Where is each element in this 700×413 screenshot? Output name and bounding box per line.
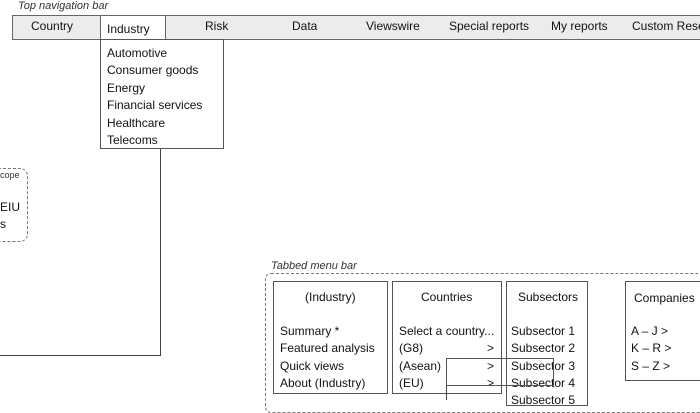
scope-box-label: cope <box>0 170 20 180</box>
menu-item-select-country[interactable]: Select a country... <box>399 324 495 338</box>
top-nav-caption: Top navigation bar <box>18 0 109 12</box>
scope-box <box>0 168 28 242</box>
menu-item-asean[interactable]: (Asean) <box>399 359 442 373</box>
subsectors-menu-box: Subsectors Subsector 1 Subsector 2 Subse… <box>506 281 588 407</box>
menu-item-subsector-5[interactable]: Subsector 5 <box>511 393 576 407</box>
subsector-connector-line <box>446 386 447 400</box>
menu-item-featured-analysis[interactable]: Featured analysis <box>280 341 375 355</box>
nav-item-country[interactable]: Country <box>31 19 74 33</box>
chevron-right-icon: > <box>487 376 495 390</box>
nav-item-industry[interactable]: Industry <box>107 22 150 36</box>
menu-item-quick-views[interactable]: Quick views <box>280 359 345 373</box>
nav-item-viewswire[interactable]: Viewswire <box>366 19 420 33</box>
subsectors-menu-title: Subsectors <box>518 290 579 304</box>
menu-item-about-industry[interactable]: About (Industry) <box>280 376 366 390</box>
dropdown-item-telecoms[interactable]: Telecoms <box>107 133 158 147</box>
active-tab-highlight <box>100 16 166 40</box>
companies-menu-title: Companies <box>634 291 695 305</box>
dropdown-item-financial-services[interactable]: Financial services <box>107 98 203 112</box>
menu-item-subsector-2[interactable]: Subsector 2 <box>511 341 576 355</box>
nav-item-risk[interactable]: Risk <box>205 19 229 33</box>
nav-item-my-reports[interactable]: My reports <box>551 19 608 33</box>
connector-line-horizontal <box>0 355 161 356</box>
dropdown-item-automotive[interactable]: Automotive <box>107 46 168 60</box>
chevron-right-icon: > <box>487 359 495 373</box>
menu-item-subsector-3[interactable]: Subsector 3 <box>511 359 576 373</box>
menu-item-eu[interactable]: (EU) <box>399 376 424 390</box>
tabbed-menu-caption: Tabbed menu bar <box>271 260 357 272</box>
industry-menu-title: (Industry) <box>305 290 356 304</box>
scope-line-1: EIU <box>0 200 21 214</box>
menu-item-subsector-4[interactable]: Subsector 4 <box>511 376 576 390</box>
nav-item-special-reports[interactable]: Special reports <box>449 19 530 33</box>
industry-menu-box: (Industry) Summary * Featured analysis Q… <box>273 281 388 394</box>
countries-menu-title: Countries <box>421 290 473 304</box>
countries-menu-box: Countries Select a country... (G8) (Asea… <box>392 281 502 394</box>
menu-item-companies-k-r[interactable]: K – R > <box>631 341 672 355</box>
companies-menu-box: Companies A – J > K – R > S – Z > <box>625 281 700 381</box>
industry-dropdown: Automotive Consumer goods Energy Financi… <box>100 39 224 149</box>
subsector-connector-box <box>446 358 554 386</box>
dropdown-item-energy[interactable]: Energy <box>107 81 146 95</box>
chevron-right-icon: > <box>487 341 495 355</box>
scope-line-2: s <box>0 217 6 231</box>
menu-item-companies-s-z[interactable]: S – Z > <box>631 359 671 373</box>
nav-item-data[interactable]: Data <box>292 19 318 33</box>
menu-item-summary[interactable]: Summary * <box>280 324 340 338</box>
connector-line-vertical <box>160 149 161 356</box>
dropdown-item-healthcare[interactable]: Healthcare <box>107 116 166 130</box>
menu-item-companies-a-j[interactable]: A – J > <box>631 324 669 338</box>
dropdown-item-consumer-goods[interactable]: Consumer goods <box>107 63 199 77</box>
menu-item-subsector-1[interactable]: Subsector 1 <box>511 324 576 338</box>
nav-item-custom-research[interactable]: Custom Rese <box>632 19 700 33</box>
menu-item-g8[interactable]: (G8) <box>399 341 423 355</box>
